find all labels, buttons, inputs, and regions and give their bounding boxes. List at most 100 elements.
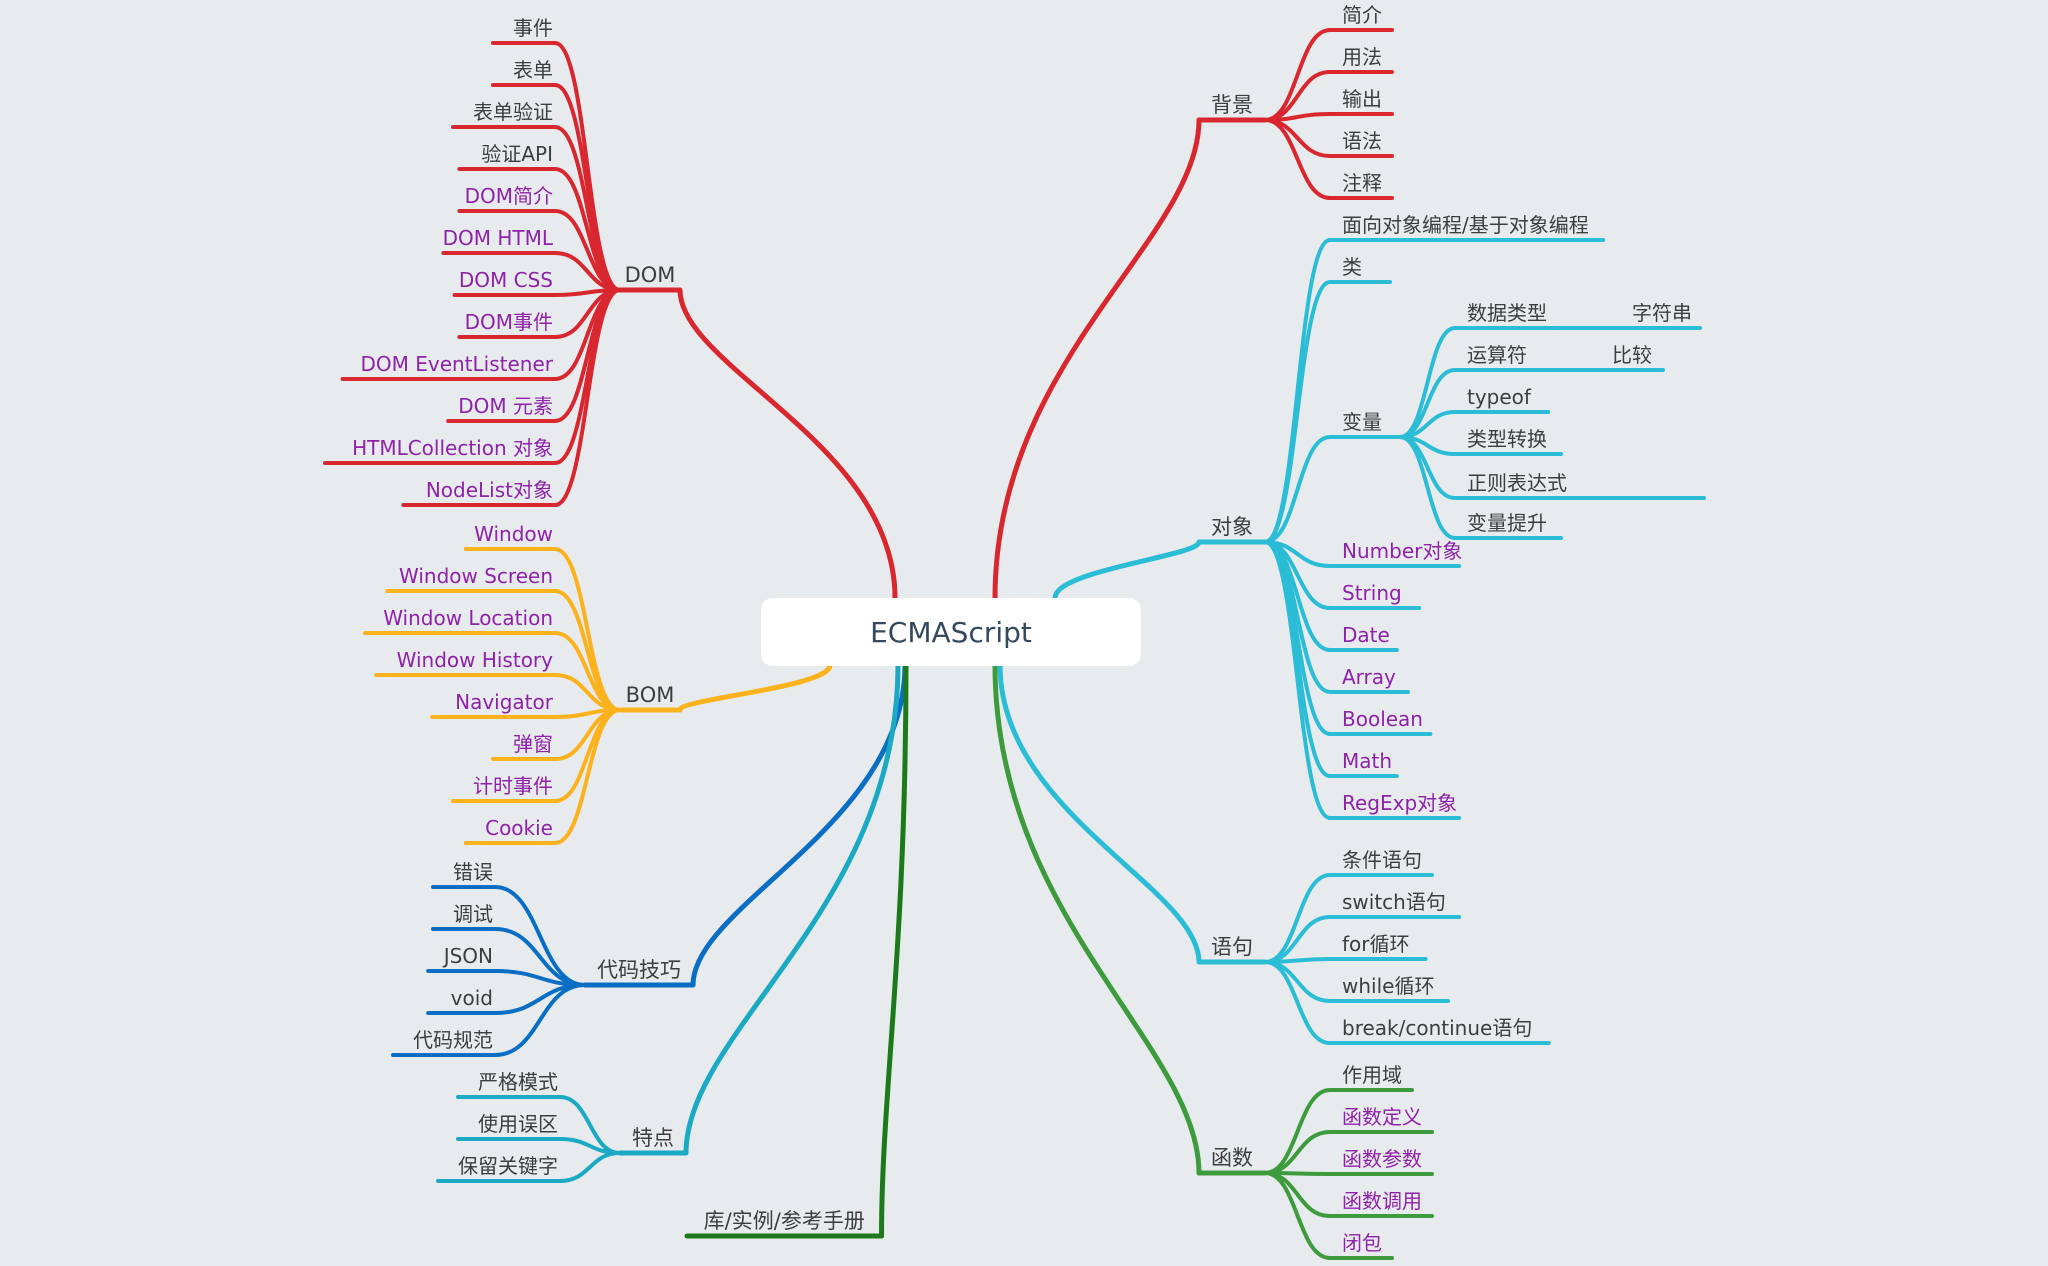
root-node-label: ECMAScript <box>870 615 1032 649</box>
leaf-label-dom[interactable]: DOM事件 <box>465 310 553 334</box>
branch-label-features[interactable]: 特点 <box>632 1126 674 1150</box>
branch-edge-statements <box>997 662 1202 965</box>
leaf-label-bom[interactable]: Navigator <box>455 690 554 714</box>
branch-label-statements[interactable]: 语句 <box>1211 935 1253 959</box>
leaf-label-tips[interactable]: JSON <box>442 944 493 968</box>
leaf-label-dom[interactable]: 验证API <box>481 142 553 166</box>
leaf-edge-functions <box>1263 1130 1332 1175</box>
leaf-label-background[interactable]: 语法 <box>1342 129 1382 153</box>
subleaf-label-variables[interactable]: 运算符 <box>1467 343 1527 367</box>
leaf-edge-objects <box>1263 435 1332 544</box>
leaf-label-dom[interactable]: DOM 元素 <box>458 394 553 418</box>
subleaf-label-variables[interactable]: 数据类型 <box>1467 301 1547 325</box>
branch-edge-bom <box>677 662 833 713</box>
leaf-edge-tips <box>493 969 587 987</box>
leaf-label-bom[interactable]: Window <box>474 522 553 546</box>
branch-label-background[interactable]: 背景 <box>1211 93 1253 117</box>
subleaf-label-variables[interactable]: 变量提升 <box>1467 511 1547 535</box>
subleaf-edge-variables <box>1398 326 1457 439</box>
root-node[interactable]: ECMAScript <box>761 598 1141 666</box>
mindmap-edges <box>323 28 1706 1260</box>
leaf-label-background[interactable]: 简介 <box>1342 3 1382 27</box>
subleaf-label-variables[interactable]: 正则表达式 <box>1467 471 1567 495</box>
branch-edge-libs <box>879 662 909 1239</box>
leaf-label-statements[interactable]: switch语句 <box>1342 890 1446 914</box>
leaf-label-dom[interactable]: 表单验证 <box>473 100 553 124</box>
subleaf-label-variables[interactable]: 类型转换 <box>1467 427 1547 451</box>
subsubleaf-label-variables[interactable]: 比较 <box>1612 343 1652 367</box>
leaf-label-objects[interactable]: Array <box>1342 665 1396 689</box>
leaf-label-bom[interactable]: 弹窗 <box>513 732 553 756</box>
leaf-edge-objects <box>1263 540 1332 820</box>
branch-label-functions[interactable]: 函数 <box>1211 1146 1253 1170</box>
leaf-label-functions[interactable]: 函数参数 <box>1342 1147 1422 1171</box>
leaf-label-statements[interactable]: 条件语句 <box>1342 848 1422 872</box>
leaf-label-bom[interactable]: Window Screen <box>399 564 553 588</box>
leaf-label-bom[interactable]: Cookie <box>485 816 553 840</box>
leaf-edge-bom <box>553 547 622 712</box>
leaf-label-tips[interactable]: 调试 <box>453 902 493 926</box>
leaf-edge-functions <box>1263 1171 1332 1260</box>
leaf-label-functions[interactable]: 函数调用 <box>1342 1189 1422 1213</box>
branch-label-bom[interactable]: BOM <box>626 683 675 707</box>
leaf-label-dom[interactable]: DOM简介 <box>465 184 553 208</box>
leaf-edge-tips <box>493 983 587 1057</box>
leaf-label-objects[interactable]: Math <box>1342 749 1392 773</box>
leaf-label-objects[interactable]: Date <box>1342 623 1390 647</box>
leaf-label-features[interactable]: 保留关键字 <box>458 1154 558 1178</box>
leaf-label-functions[interactable]: 作用域 <box>1342 1063 1402 1087</box>
leaf-label-functions[interactable]: 闭包 <box>1342 1231 1382 1255</box>
branch-label-objects[interactable]: 对象 <box>1211 515 1253 539</box>
branch-label-dom[interactable]: DOM <box>625 263 676 287</box>
leaf-label-statements[interactable]: for循环 <box>1342 932 1410 956</box>
leaf-edge-statements <box>1263 960 1332 1003</box>
leaf-label-objects[interactable]: 类 <box>1342 255 1362 279</box>
branch-edge-tips <box>690 662 908 988</box>
leaf-label-dom[interactable]: DOM HTML <box>443 226 554 250</box>
leaf-edge-background <box>1263 118 1332 158</box>
leaf-edge-bom <box>553 708 622 845</box>
leaf-edge-functions <box>1263 1171 1332 1218</box>
leaf-label-objects[interactable]: String <box>1342 581 1402 605</box>
branch-label-libs[interactable]: 库/实例/参考手册 <box>704 1209 865 1233</box>
leaf-label-bom[interactable]: 计时事件 <box>473 774 553 798</box>
branch-edge-functions <box>992 662 1202 1176</box>
subleaf-edge-variables <box>1398 435 1457 540</box>
leaf-edge-features <box>558 1137 622 1155</box>
leaf-label-statements[interactable]: break/continue语句 <box>1342 1016 1532 1040</box>
leaf-label-background[interactable]: 注释 <box>1342 171 1382 195</box>
leaf-label-bom[interactable]: Window History <box>397 648 554 672</box>
leaf-label-tips[interactable]: void <box>451 986 493 1010</box>
branch-edge-dom <box>677 287 898 601</box>
subsubleaf-label-variables[interactable]: 字符串 <box>1632 301 1692 325</box>
leaf-label-objects[interactable]: 变量 <box>1342 410 1382 434</box>
leaf-label-dom[interactable]: DOM EventListener <box>360 352 553 376</box>
leaf-label-objects[interactable]: Boolean <box>1342 707 1423 731</box>
leaf-label-dom[interactable]: 表单 <box>513 58 553 82</box>
leaf-label-tips[interactable]: 错误 <box>453 860 493 884</box>
leaf-label-bom[interactable]: Window Location <box>383 606 553 630</box>
leaf-label-functions[interactable]: 函数定义 <box>1342 1105 1422 1129</box>
leaf-label-dom[interactable]: NodeList对象 <box>426 478 553 502</box>
branch-label-tips[interactable]: 代码技巧 <box>597 958 681 982</box>
leaf-label-dom[interactable]: HTMLCollection 对象 <box>352 436 553 460</box>
leaf-label-tips[interactable]: 代码规范 <box>413 1028 493 1052</box>
leaf-label-background[interactable]: 用法 <box>1342 45 1382 69</box>
leaf-edge-features <box>558 1151 622 1183</box>
leaf-label-statements[interactable]: while循环 <box>1342 974 1434 998</box>
leaf-label-features[interactable]: 使用误区 <box>478 1112 558 1136</box>
leaf-label-objects[interactable]: RegExp对象 <box>1342 791 1457 815</box>
branch-edge-objects <box>1052 539 1202 601</box>
leaf-edge-dom <box>553 83 622 292</box>
leaf-edge-statements <box>1263 960 1332 1045</box>
leaf-label-dom[interactable]: DOM CSS <box>459 268 553 292</box>
branch-edge-background <box>992 117 1202 601</box>
leaf-label-background[interactable]: 输出 <box>1342 87 1382 111</box>
leaf-label-objects[interactable]: Number对象 <box>1342 539 1462 563</box>
subleaf-label-variables[interactable]: typeof <box>1467 385 1532 409</box>
leaf-label-objects[interactable]: 面向对象编程/基于对象编程 <box>1342 213 1589 237</box>
leaf-label-dom[interactable]: 事件 <box>513 16 553 40</box>
leaf-label-features[interactable]: 严格模式 <box>478 1070 558 1094</box>
